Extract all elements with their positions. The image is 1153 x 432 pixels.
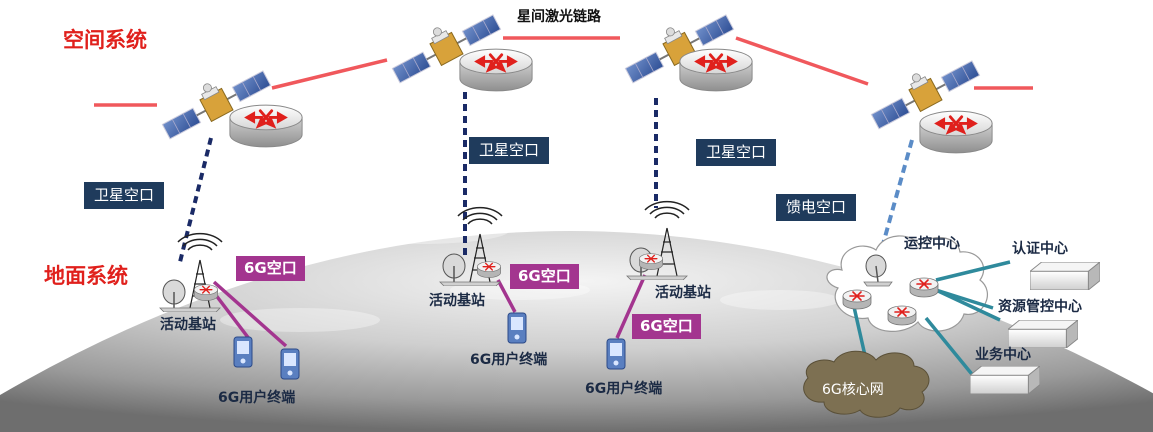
air-interface-6g-label: 6G空口 bbox=[632, 314, 701, 339]
ue-links bbox=[210, 274, 647, 348]
space-system-title: 空间系统 bbox=[63, 28, 147, 52]
phone-icon bbox=[507, 312, 527, 344]
server-icon bbox=[1030, 262, 1100, 290]
authentication-center-label: 认证中心 bbox=[1012, 241, 1068, 257]
router-icon bbox=[887, 305, 917, 326]
phone-icon bbox=[280, 348, 300, 380]
operation-control-center-label: 运控中心 bbox=[904, 236, 960, 252]
phone-icon bbox=[233, 336, 253, 368]
server-icon bbox=[1008, 320, 1078, 348]
core-links bbox=[850, 260, 1011, 380]
base-station-label: 活动基站 bbox=[160, 317, 216, 333]
air-interface-6g-label: 6G空口 bbox=[236, 256, 305, 281]
core-network-label: 6G核心网 bbox=[822, 382, 884, 398]
core-network-cloud bbox=[803, 350, 930, 418]
router-icon bbox=[638, 252, 664, 271]
router-icon bbox=[909, 277, 939, 298]
router-icon bbox=[918, 109, 994, 155]
satellite-ground-links bbox=[178, 92, 658, 263]
router-icon bbox=[842, 289, 872, 310]
satellite-air-interface-label: 卫星空口 bbox=[84, 182, 165, 209]
base-station-label: 活动基站 bbox=[655, 285, 711, 301]
feeder-air-interface-label: 馈电空口 bbox=[776, 194, 857, 221]
service-center-label: 业务中心 bbox=[975, 347, 1031, 363]
server-icon bbox=[970, 366, 1040, 394]
user-terminal-label: 6G用户终端 bbox=[470, 352, 548, 368]
resource-management-center-label: 资源管控中心 bbox=[998, 299, 1082, 315]
laser-link-label: 星间激光链路 bbox=[517, 9, 601, 25]
feeder-link bbox=[878, 139, 914, 256]
router-icon bbox=[678, 47, 754, 93]
base-station-label: 活动基站 bbox=[429, 293, 485, 309]
router-icon bbox=[458, 47, 534, 93]
phone-icon bbox=[606, 338, 626, 370]
user-terminal-label: 6G用户终端 bbox=[218, 390, 296, 406]
router-icon bbox=[193, 283, 219, 302]
router-icon bbox=[228, 103, 304, 149]
user-terminal-label: 6G用户终端 bbox=[585, 381, 663, 397]
ground-system-title: 地面系统 bbox=[44, 264, 128, 288]
satellite-air-interface-label: 卫星空口 bbox=[469, 137, 550, 164]
air-interface-6g-label: 6G空口 bbox=[510, 264, 579, 289]
router-icon bbox=[476, 260, 502, 279]
satellite-air-interface-label: 卫星空口 bbox=[696, 139, 777, 166]
inter-satellite-laser-links bbox=[94, 36, 1033, 107]
